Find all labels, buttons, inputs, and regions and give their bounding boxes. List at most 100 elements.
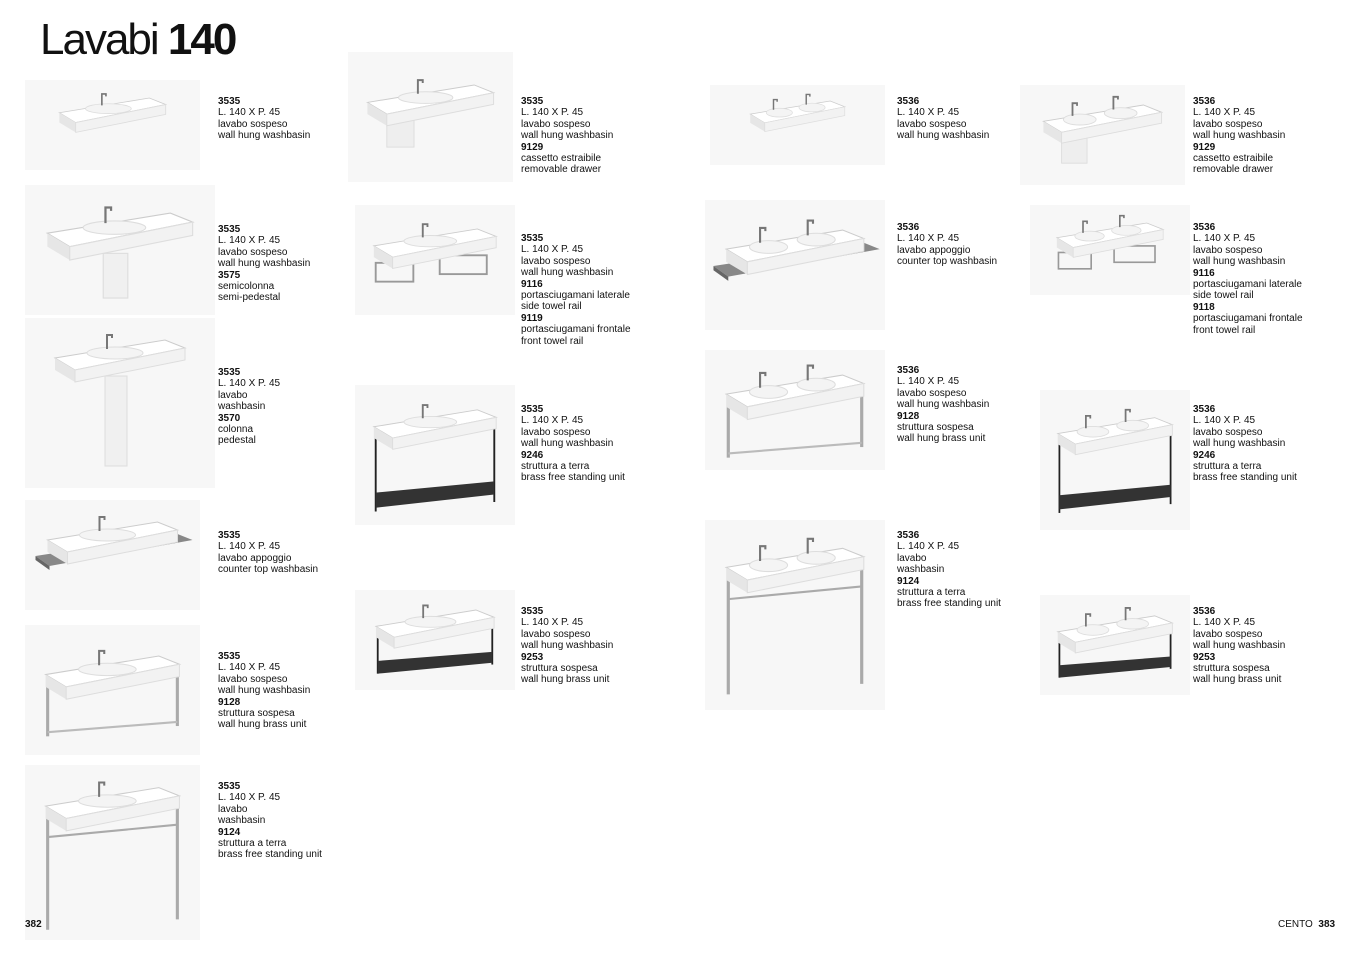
- product-detail-line: lavabo sospeso: [1193, 628, 1263, 640]
- product-code: 3570: [218, 412, 241, 424]
- product-detail-line: washbasin: [218, 401, 266, 413]
- product-detail-line: struttura a terra: [521, 461, 590, 473]
- product-detail-line: wall hung washbasin: [521, 438, 614, 450]
- product-detail-line: semi-pedestal: [218, 292, 281, 304]
- product-detail-line: front towel rail: [521, 335, 584, 347]
- product-detail-line: brass free standing unit: [1193, 472, 1297, 484]
- product-code: 9246: [521, 449, 544, 461]
- product-detail-line: wall hung washbasin: [218, 685, 311, 697]
- page-number-left: 382: [25, 919, 42, 930]
- product-detail-line: cassetto estraibile: [1193, 153, 1274, 165]
- product-code: 9128: [218, 696, 241, 708]
- product-detail-line: struttura sospesa: [218, 708, 295, 720]
- product-detail-line: L. 140 X P. 45: [897, 233, 960, 245]
- product-code: 9124: [218, 826, 241, 838]
- product-detail-line: L. 140 X P. 45: [897, 107, 960, 119]
- product-detail-line: wall hung washbasin: [521, 640, 614, 652]
- product-detail-line: L. 140 X P. 45: [897, 541, 960, 553]
- title-light: Lavabi: [40, 15, 160, 64]
- product-code: 3535: [218, 530, 241, 541]
- page-number-right: 383: [1318, 919, 1336, 930]
- product-detail-line: portasciugamani frontale: [1193, 313, 1303, 325]
- product-code: 3575: [218, 269, 241, 281]
- product-detail-line: counter top washbasin: [897, 256, 998, 268]
- product-code: 9124: [897, 575, 920, 587]
- product-image: [25, 625, 200, 755]
- product-detail-line: portasciugamani frontale: [521, 324, 631, 336]
- product-detail-line: struttura a terra: [897, 587, 966, 599]
- product-detail-line: lavabo: [218, 389, 248, 401]
- product-image: [710, 85, 885, 165]
- product-detail-line: struttura sospesa: [1193, 663, 1270, 675]
- product-detail-line: side towel rail: [1193, 290, 1254, 302]
- product-detail-line: counter top washbasin: [218, 564, 319, 576]
- product-detail-line: washbasin: [218, 815, 266, 827]
- product-code: 3536: [897, 365, 920, 376]
- product-code: 3536: [1193, 96, 1216, 107]
- product-code: 9116: [521, 278, 543, 290]
- product-detail-line: lavabo appoggio: [897, 244, 971, 256]
- product-code: 3535: [521, 606, 544, 617]
- product-code: 3535: [521, 404, 544, 415]
- product-detail-line: portasciugamani laterale: [521, 290, 630, 302]
- product-code: 9129: [1193, 141, 1216, 153]
- product-code: 9128: [897, 410, 920, 422]
- product-detail-line: L. 140 X P. 45: [521, 244, 584, 256]
- product-code: 3535: [521, 233, 544, 244]
- product-detail-line: cassetto estraibile: [521, 153, 602, 165]
- product-detail-line: wall hung washbasin: [521, 130, 614, 142]
- product-code: 9116: [1193, 267, 1215, 279]
- product-detail-line: L. 140 X P. 45: [521, 617, 584, 629]
- product-detail-line: struttura sospesa: [521, 663, 598, 675]
- product-detail-line: lavabo sospeso: [521, 426, 591, 438]
- product-detail-line: wall hung washbasin: [897, 399, 990, 411]
- product-detail-line: portasciugamani laterale: [1193, 279, 1302, 291]
- product-image: [705, 200, 885, 330]
- product-detail-line: lavabo sospeso: [218, 246, 288, 258]
- product-detail-line: brass free standing unit: [218, 849, 322, 861]
- product-detail-line: lavabo appoggio: [218, 552, 292, 564]
- product-detail-line: struttura a terra: [218, 838, 287, 850]
- product-image: [1040, 595, 1190, 695]
- product-code: 9253: [521, 651, 544, 663]
- product-detail-line: wall hung washbasin: [218, 258, 311, 270]
- product-code: 3536: [897, 222, 920, 233]
- product-detail-line: lavabo sospeso: [897, 118, 967, 130]
- product-image: [25, 80, 200, 170]
- product-detail-line: removable drawer: [521, 164, 602, 176]
- product-image: [348, 52, 513, 182]
- product-detail-line: L. 140 X P. 45: [218, 378, 281, 390]
- product-detail-line: L. 140 X P. 45: [1193, 415, 1256, 427]
- product-detail-line: lavabo sospeso: [897, 387, 967, 399]
- product-detail-line: lavabo sospeso: [521, 118, 591, 130]
- product-detail-line: wall hung brass unit: [897, 433, 986, 445]
- product-image: [1020, 85, 1185, 185]
- product-detail-line: lavabo: [218, 803, 248, 815]
- product-detail-line: lavabo sospeso: [1193, 426, 1263, 438]
- product-detail-line: wall hung brass unit: [1193, 674, 1282, 686]
- product-image: [25, 185, 215, 315]
- product-detail-line: brass free standing unit: [521, 472, 625, 484]
- product-detail-line: wall hung brass unit: [218, 719, 307, 731]
- product-image: [705, 520, 885, 710]
- page-title: Lavabi 140: [40, 14, 237, 66]
- product-detail-line: lavabo sospeso: [1193, 118, 1263, 130]
- product-detail-line: brass free standing unit: [897, 598, 1001, 610]
- product-code: 3535: [218, 96, 241, 107]
- product-detail-line: wall hung washbasin: [1193, 256, 1286, 268]
- product-detail-line: L. 140 X P. 45: [218, 662, 281, 674]
- product-image: [25, 500, 200, 610]
